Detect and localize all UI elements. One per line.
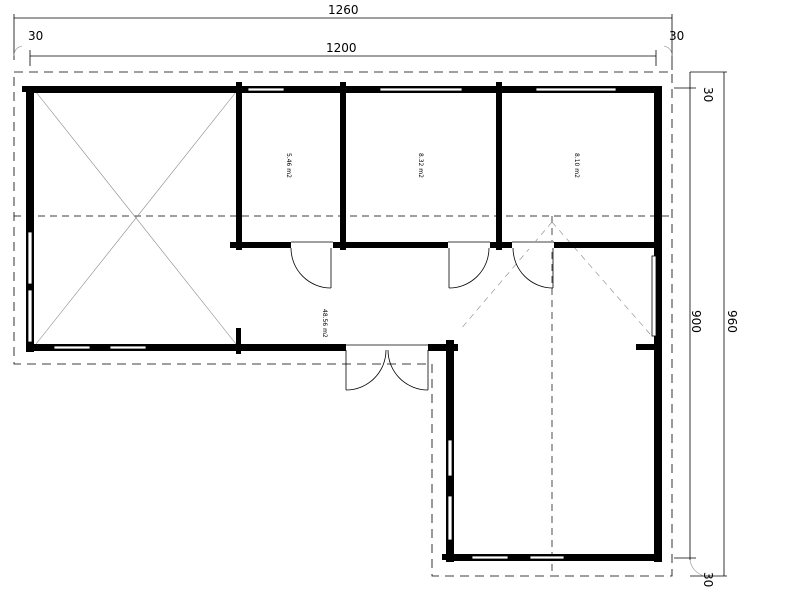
main-area-label: 48.56 m2 (321, 309, 328, 338)
room-area-label: 5.46 m2 (285, 153, 292, 178)
windows (27, 87, 657, 560)
dim-inner-width: 1200 (326, 41, 357, 55)
dimension-lines (13, 14, 727, 577)
dim-right-offset: 30 (669, 29, 684, 43)
dim-left-offset: 30 (28, 29, 43, 43)
room-area-label: 8.10 m2 (573, 153, 580, 178)
dim-bottom-offset-right: 30 (701, 572, 715, 587)
walls (22, 82, 662, 562)
room-area-label: 8.32 m2 (417, 153, 424, 178)
dim-top-offset-right: 30 (701, 87, 715, 102)
dim-inner-height: 900 (689, 310, 703, 333)
doors (290, 241, 554, 391)
ceiling-diagonals (35, 91, 651, 345)
dim-overall-height: 960 (725, 310, 739, 333)
dim-overall-width: 1260 (328, 3, 359, 17)
